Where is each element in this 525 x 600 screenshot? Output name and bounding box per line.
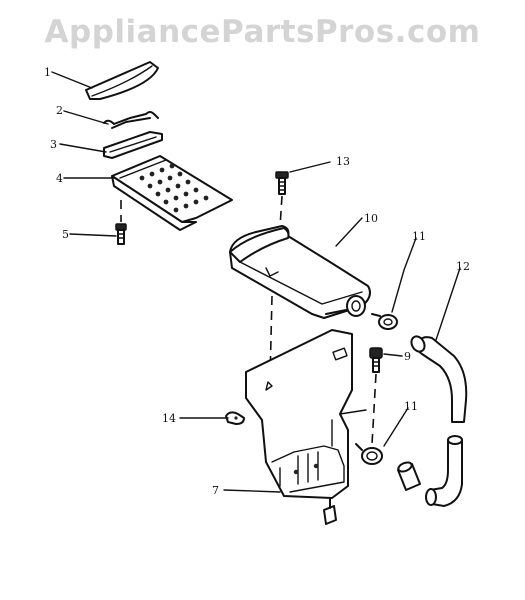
part-11-hose-clamp-upper bbox=[371, 313, 398, 330]
watermark: AppliancePartsPros.com bbox=[44, 14, 481, 50]
part-5-screw bbox=[115, 200, 127, 245]
label-part-14: 14 bbox=[162, 412, 176, 425]
part-13-screw bbox=[275, 171, 289, 291]
leader-lines bbox=[51, 71, 461, 493]
part-4-perforated-tray bbox=[111, 155, 233, 231]
part-12-hose bbox=[410, 335, 468, 507]
part-10-dispenser-housing bbox=[229, 225, 371, 319]
part-7-mounting-bracket bbox=[245, 329, 367, 525]
label-part-7: 7 bbox=[212, 484, 219, 497]
part-3-bracket bbox=[103, 131, 163, 159]
label-part-11-lower: 11 bbox=[404, 400, 418, 413]
label-part-11-upper: 11 bbox=[412, 230, 426, 243]
label-part-1: 1 bbox=[44, 66, 51, 79]
label-part-12: 12 bbox=[456, 260, 470, 273]
part-9-screw bbox=[369, 347, 383, 445]
label-part-3: 3 bbox=[50, 138, 57, 151]
label-part-5: 5 bbox=[62, 228, 69, 241]
label-part-9: 9 bbox=[404, 350, 411, 363]
label-part-10: 10 bbox=[364, 212, 378, 225]
label-part-13: 13 bbox=[336, 155, 350, 168]
part-2-clip bbox=[103, 111, 159, 129]
label-part-4: 4 bbox=[56, 172, 63, 185]
part-14-clip bbox=[225, 411, 245, 425]
label-part-2: 2 bbox=[56, 104, 63, 117]
part-1-cover bbox=[85, 61, 159, 100]
connector-tube bbox=[397, 461, 421, 491]
part-11-hose-clamp-lower bbox=[355, 443, 383, 465]
